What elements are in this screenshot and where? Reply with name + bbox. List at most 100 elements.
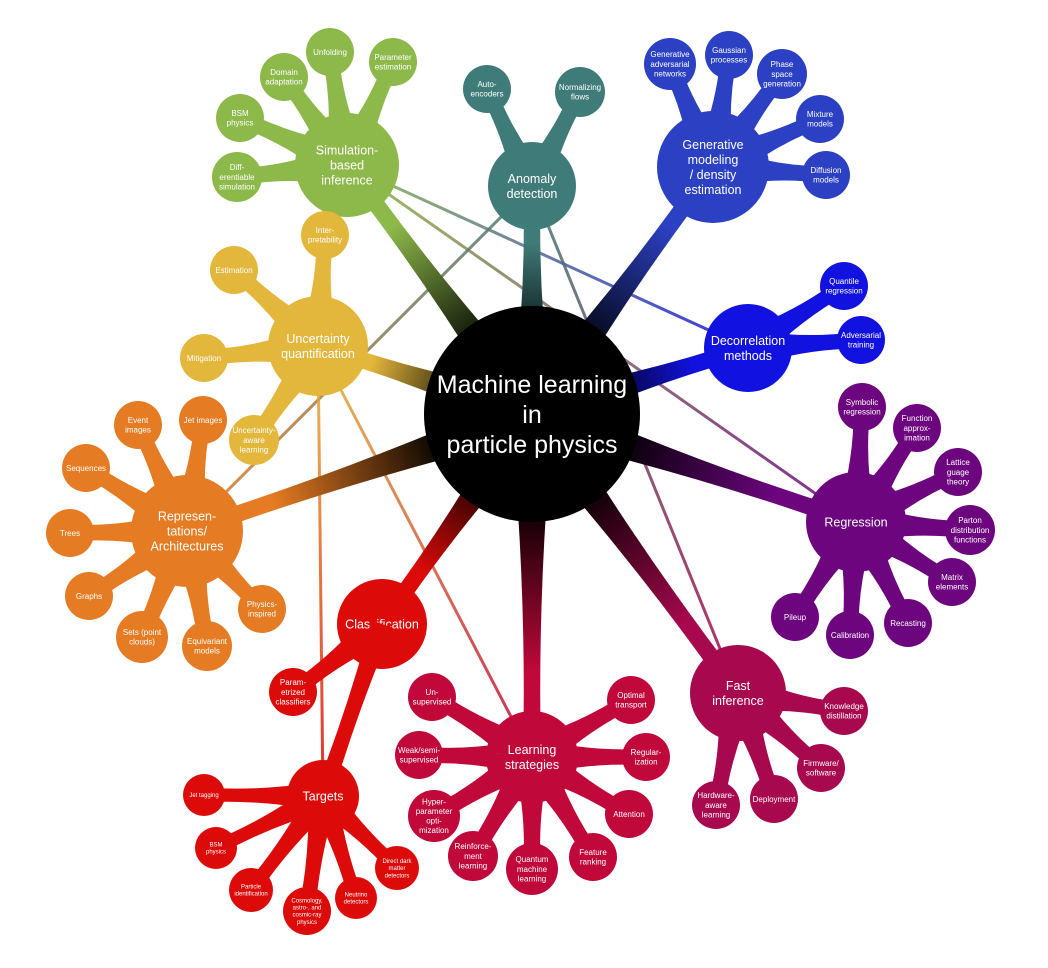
leaf-unsupervised <box>408 673 456 721</box>
leaf-label-trees: Trees <box>60 529 80 538</box>
leaf-regularization <box>622 733 670 781</box>
leaf-autoencoders <box>463 65 511 113</box>
leaf-mixture-models <box>796 95 844 143</box>
leaf-pileup <box>771 593 819 641</box>
hub-anomaly <box>488 142 576 230</box>
leaf-symbolic-regression <box>838 383 886 431</box>
leaf-diffusion-models <box>802 151 850 199</box>
leaf-unfolding <box>306 28 354 76</box>
leaf-jet-images <box>179 396 227 444</box>
hub-label-regression: Regression <box>824 515 887 529</box>
leaf-parton-distribution-functions <box>945 505 995 555</box>
leaf-label-estimation: Estimation <box>215 266 252 275</box>
leaf-calibration <box>826 611 874 659</box>
leaf-quantum-machine-learning <box>506 843 558 895</box>
leaf-bsm-physics-targets <box>195 827 237 869</box>
leaf-recasting <box>884 599 932 647</box>
leaf-label-sequences: Sequences <box>66 464 106 473</box>
hub-uncertainty <box>268 296 368 396</box>
leaf-label-recasting: Recasting <box>890 619 926 628</box>
hub-learning <box>486 711 578 803</box>
leaf-weak-semi-supervised <box>395 731 443 779</box>
leaf-deployment <box>750 775 798 823</box>
leaf-label-interpretability: Inter-pretability <box>308 226 342 245</box>
hub-representations <box>131 475 243 587</box>
leaf-label-jet-tagging: Jet tagging <box>189 793 218 799</box>
hub-targets <box>287 760 359 832</box>
leaf-sets-point-clouds <box>116 611 168 663</box>
leaf-label-unfolding: Unfolding <box>313 48 347 57</box>
leaf-jet-tagging <box>183 774 225 816</box>
leaf-label-calibration: Calibration <box>831 631 869 640</box>
leaf-knowledge-distillation <box>820 687 868 735</box>
leaf-label-mitigation: Mitigation <box>187 354 221 363</box>
leaf-direct-dark-matter-detectors <box>375 846 419 890</box>
hub-sim <box>295 113 399 217</box>
hub-label-targets: Targets <box>303 789 344 803</box>
leaf-mitigation <box>180 334 228 382</box>
leaf-equivariant-models <box>182 621 232 671</box>
cross-link-targets-uncertainty <box>316 344 325 798</box>
leaf-feature-ranking <box>569 833 617 881</box>
leaf-label-jet-images: Jet images <box>184 416 223 425</box>
leaf-matrix-elements <box>928 558 976 606</box>
leaf-label-graphs: Graphs <box>76 592 102 601</box>
leaf-normalizing-flows <box>555 67 605 117</box>
center-circle <box>424 306 640 522</box>
leaf-optimal-transport <box>607 676 655 724</box>
hub-regression <box>806 472 906 572</box>
leaf-label-autoencoders: Auto-encoders <box>471 80 504 99</box>
leaf-physics-inspired <box>238 585 286 633</box>
hub-decorrelation <box>704 304 792 392</box>
trunk-targets <box>314 620 393 799</box>
leaf-parameter-estimation <box>369 38 417 86</box>
leaf-function-approximation <box>893 404 941 452</box>
leaf-adversarial-training <box>837 316 885 364</box>
leaf-cosmology-astro-physics <box>283 887 331 935</box>
cross-link-sim-decorrelation <box>345 163 750 350</box>
leaf-gaussian-processes <box>705 31 753 79</box>
leaf-estimation <box>210 246 258 294</box>
leaf-bsm-physics-sim <box>216 94 264 142</box>
